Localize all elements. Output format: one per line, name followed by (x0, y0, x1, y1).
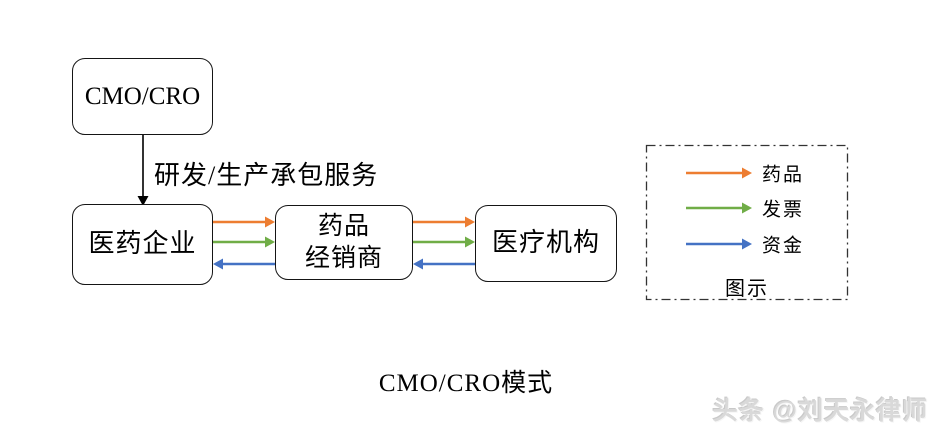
legend-item-invoice-label: 发票 (762, 199, 805, 221)
node-medical-institution-label: 医疗机构 (491, 228, 600, 258)
legend-item-drug-label: 药品 (762, 164, 805, 186)
legend-title: 图示 (725, 278, 769, 300)
arrow-drug-pharma-to-distributor (213, 216, 275, 228)
arrow-cmo-to-pharma (137, 135, 149, 206)
watermark-text: 头条 @刘天永律师 (712, 397, 928, 425)
node-cmo-cro: CMO/CRO (72, 58, 213, 135)
diagram-caption: CMO/CRO模式 (378, 370, 554, 397)
arrow-drug-distributor-to-hospital (413, 216, 475, 228)
node-drug-distributor: 药品 经销商 (275, 205, 413, 280)
arrow-money-hospital-to-distributor (413, 258, 475, 270)
arrow-money-distributor-to-pharma (213, 258, 275, 270)
legend-box: 药品 发票 资金 图示 (646, 145, 848, 301)
node-drug-distributor-label-line1: 药品 (317, 213, 370, 241)
arrow-invoice-distributor-to-hospital (413, 236, 475, 248)
node-pharma-enterprise: 医药企业 (72, 204, 213, 285)
arrow-invoice-pharma-to-distributor (213, 236, 275, 248)
node-cmo-cro-label: CMO/CRO (84, 82, 201, 110)
node-drug-distributor-label-line2: 经销商 (304, 244, 383, 272)
legend-item-money-label: 资金 (762, 235, 805, 257)
node-pharma-enterprise-label: 医药企业 (88, 229, 197, 259)
edge-label-contract-service: 研发/生产承包服务 (154, 161, 379, 190)
node-medical-institution: 医疗机构 (475, 205, 617, 282)
